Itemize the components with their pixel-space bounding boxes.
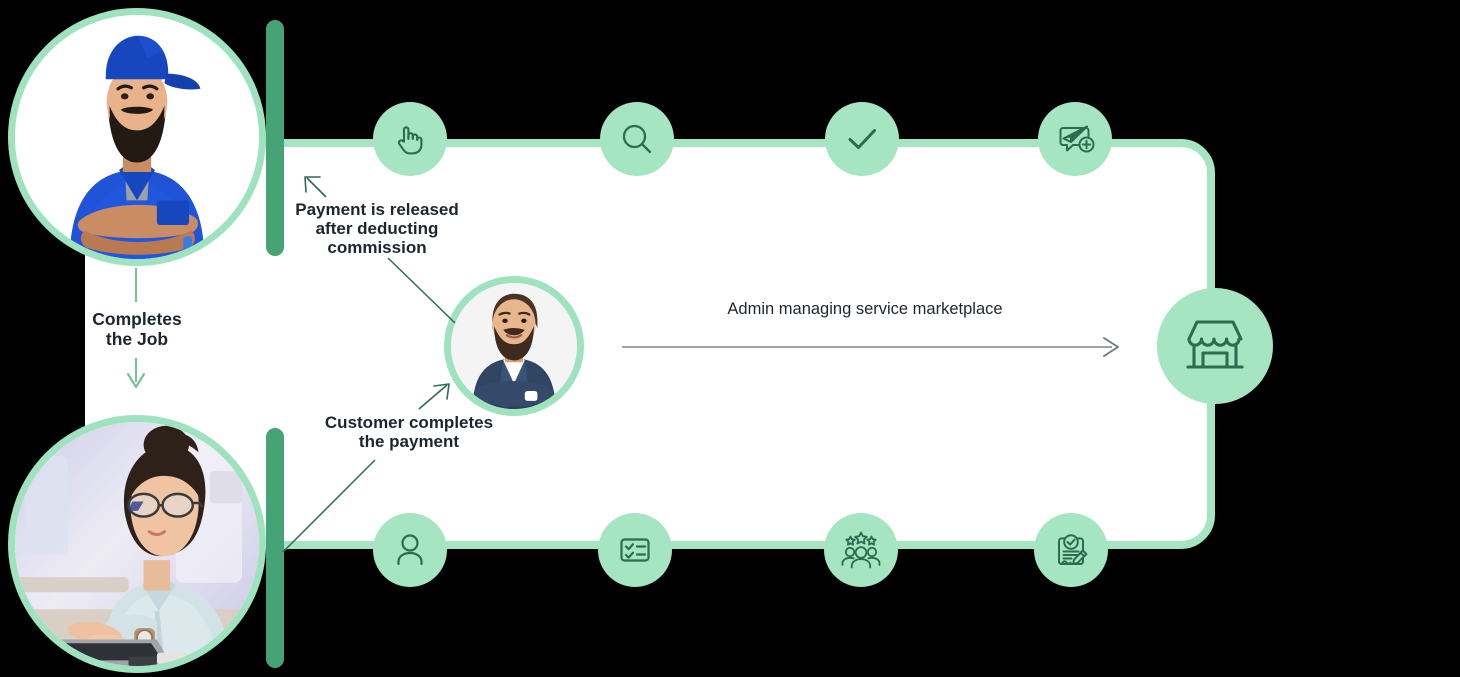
divider-bar-top [266, 20, 284, 256]
customer-photo-illustration [15, 422, 259, 666]
team-rating-icon-glyph [841, 531, 881, 569]
hand-pointer-icon[interactable] [373, 102, 447, 176]
storefront-icon[interactable] [1157, 288, 1273, 404]
worker-photo-illustration [15, 15, 259, 259]
checklist-icon[interactable] [598, 513, 672, 587]
worker-photo [8, 8, 266, 266]
customer-photo [8, 415, 266, 673]
checklist-icon-glyph [620, 538, 650, 562]
team-rating-icon[interactable] [824, 513, 898, 587]
signed-document-icon[interactable] [1034, 513, 1108, 587]
search-icon-glyph [622, 124, 652, 154]
admin-photo [444, 276, 584, 416]
signed-document-icon-glyph [1058, 534, 1088, 565]
send-message-icon-glyph [1059, 125, 1095, 153]
flow-path-outline [93, 139, 1215, 549]
user-icon-glyph [397, 534, 423, 566]
hand-pointer-icon-glyph [397, 126, 423, 155]
payment-released-label: Payment is released after deducting comm… [295, 200, 459, 258]
completes-job-label: Completes the Job [92, 309, 182, 349]
check-icon-glyph [848, 129, 876, 149]
admin-managing-label: Admin managing service marketplace [727, 300, 1003, 318]
customer-payment-label: Customer completes the payment [324, 413, 494, 452]
user-icon[interactable] [373, 513, 447, 587]
check-icon[interactable] [825, 102, 899, 176]
divider-bar-bottom [266, 428, 284, 668]
storefront-icon-glyph [1186, 320, 1244, 369]
send-message-icon[interactable] [1038, 102, 1112, 176]
search-icon[interactable] [600, 102, 674, 176]
admin-photo-illustration [451, 283, 577, 409]
